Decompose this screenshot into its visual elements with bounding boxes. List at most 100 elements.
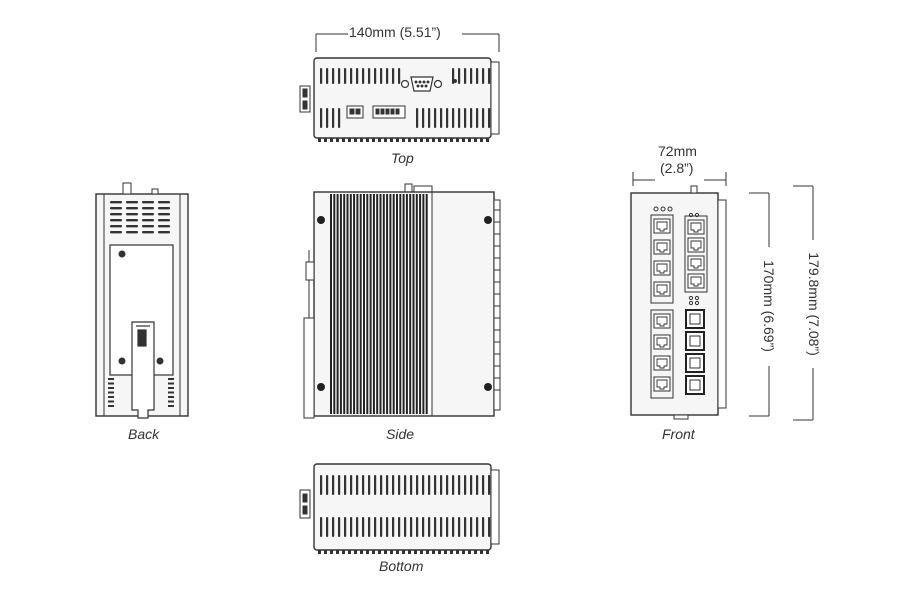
vent-slot (482, 517, 485, 537)
edge-tooth (432, 138, 435, 142)
edge-tooth (390, 138, 393, 142)
edge-tooth (462, 550, 465, 554)
sfp-inner (689, 357, 701, 369)
edge-tooth (426, 138, 429, 142)
vent-slot (440, 475, 443, 495)
vent-slot (488, 68, 491, 84)
sfp-inner (689, 313, 701, 325)
vent-slot (320, 475, 323, 495)
vent-slot (416, 108, 419, 128)
vent-slot (398, 475, 401, 495)
vent-slot (142, 231, 154, 234)
edge-tooth (474, 138, 477, 142)
rj45-socket (656, 221, 668, 232)
edge-tooth (342, 550, 345, 554)
vent-slot (356, 517, 359, 537)
vent-slot (338, 108, 341, 128)
vent-slot (428, 517, 431, 537)
rj45-port-icon (653, 334, 671, 350)
rj45-socket (656, 263, 668, 274)
height-dimension-179 (793, 185, 814, 421)
edge-tooth (378, 550, 381, 554)
sfp-cage-icon (685, 375, 705, 395)
vent-slot (464, 108, 467, 128)
vent-slot (338, 475, 341, 495)
bottom-vent-row-lower (320, 517, 491, 537)
vent-slot (476, 517, 479, 537)
top-indicator-dot (453, 79, 457, 83)
vent-slot (434, 108, 437, 128)
edge-tooth (450, 550, 453, 554)
front-bottom-clip (673, 414, 689, 420)
vent-slot (410, 475, 413, 495)
vent-slot (108, 378, 114, 380)
vent-slot (158, 225, 170, 228)
vent-slot (326, 517, 329, 537)
rj45-shell (653, 239, 671, 255)
vent-slot (142, 207, 154, 210)
serial-port-icon (400, 76, 443, 92)
vent-slot (422, 475, 425, 495)
rj45-shell (653, 218, 671, 234)
bottom-vent-row-upper (320, 475, 491, 495)
vent-slot (386, 475, 389, 495)
vent-slot (374, 517, 377, 537)
top-view (299, 33, 500, 142)
vent-slot (392, 68, 395, 84)
vent-slot (380, 475, 383, 495)
edge-tooth (402, 550, 405, 554)
rj45-port-icon (687, 273, 705, 289)
height-170-label: 170mm (6.69”) (761, 260, 777, 352)
rj45-socket (656, 358, 668, 369)
vent-slot (110, 231, 122, 234)
front-sfp-cages (685, 309, 705, 395)
rj45-socket (690, 258, 702, 269)
rj45-shell (653, 281, 671, 297)
edge-tooth (378, 138, 381, 142)
edge-tooth (330, 550, 333, 554)
edge-tooth (438, 550, 441, 554)
rj45-shell (687, 237, 705, 253)
vent-slot (428, 475, 431, 495)
back-screw-top (118, 250, 126, 258)
vent-slot (458, 68, 461, 84)
rj45-socket (656, 379, 668, 390)
side-port-ticks (494, 209, 500, 391)
depth-in-label: (2.8”) (660, 160, 694, 176)
top-vent-row-lower (320, 108, 491, 128)
vent-slot (108, 391, 114, 394)
sfp-outer (685, 353, 705, 373)
rj45-port-icon (653, 355, 671, 371)
vent-slot (404, 517, 407, 537)
edge-tooth (330, 138, 333, 142)
edge-tooth (438, 138, 441, 142)
vent-slot (392, 475, 395, 495)
vent-slot (452, 517, 455, 537)
bottom-right-rail (490, 469, 500, 545)
height-dimension-170 (749, 192, 770, 417)
edge-tooth (468, 550, 471, 554)
edge-tooth (420, 138, 423, 142)
vent-slot (168, 391, 174, 394)
rj45-shell (653, 355, 671, 371)
vent-slot (422, 108, 425, 128)
vent-slot (440, 108, 443, 128)
top-width-label: 140mm (5.51”) (349, 24, 441, 40)
vent-slot (108, 382, 114, 385)
bottom-edge-teeth (318, 550, 489, 554)
sfp-outer (685, 331, 705, 351)
side-right-ports (493, 199, 501, 411)
rj45-socket (656, 337, 668, 348)
vent-slot (332, 517, 335, 537)
rj45-socket (656, 284, 668, 295)
vent-slot (452, 475, 455, 495)
edge-tooth (360, 138, 363, 142)
vent-slot (108, 405, 114, 407)
vent-slot (428, 108, 431, 128)
vent-slot (142, 225, 154, 228)
vent-slot (158, 219, 170, 222)
rj45-shell (653, 376, 671, 392)
front-view-label: Front (662, 426, 695, 442)
vent-slot (416, 517, 419, 537)
vent-slot (110, 213, 122, 216)
